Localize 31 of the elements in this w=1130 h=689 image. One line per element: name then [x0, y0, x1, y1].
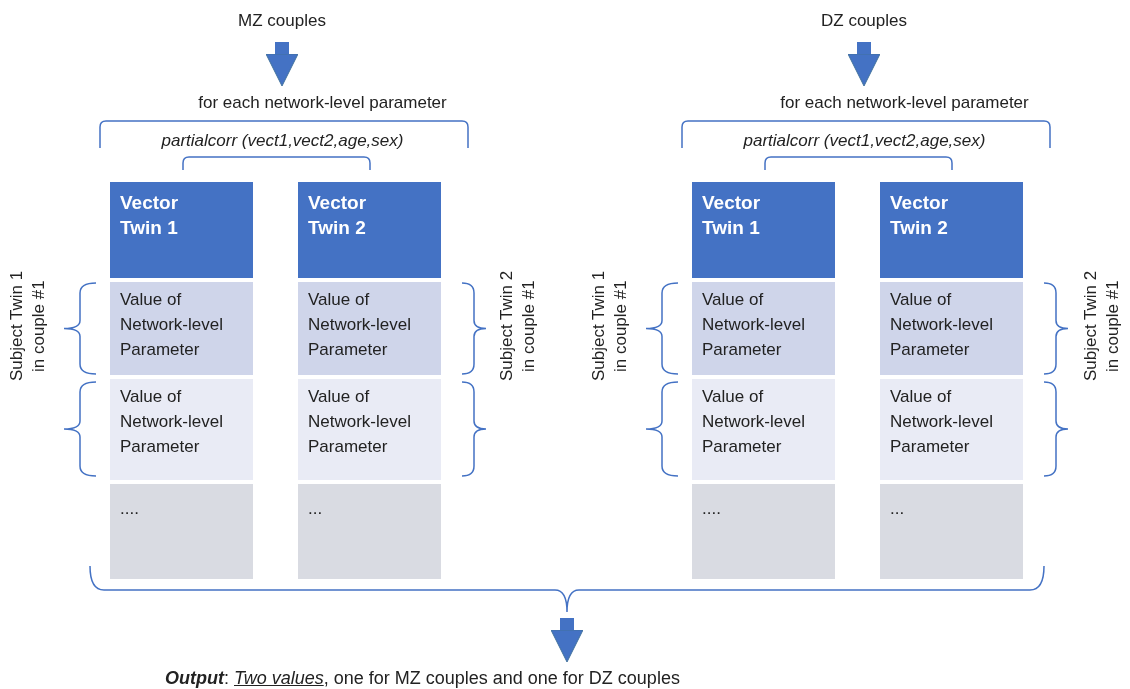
- column-header: Vector Twin 2: [298, 182, 441, 278]
- side-label: Subject Twin 2 in couple #1: [496, 269, 539, 384]
- value-cell: Value of Network-level Parameter: [110, 379, 253, 480]
- ellipsis-cell: ...: [298, 484, 441, 579]
- ellipsis-cell: ....: [110, 484, 253, 579]
- heading-text: for each network-level parameter: [150, 90, 495, 118]
- value-cell: Value of Network-level Parameter: [298, 379, 441, 480]
- column-header: Vector Twin 2: [880, 182, 1023, 278]
- side-label: Subject Twin 2 in couple #1: [1080, 269, 1123, 384]
- heading-text: MZ couples: [232, 8, 332, 36]
- column-header: Vector Twin 1: [692, 182, 835, 278]
- column-header: Vector Twin 1: [110, 182, 253, 278]
- formula-text: partialcorr (vect1,vect2,age,sex): [120, 128, 445, 154]
- bracket: [89, 565, 1045, 613]
- arrow: [265, 42, 299, 87]
- output-text: Output: Two values, one for MZ couples and one for DZ couples: [165, 666, 805, 689]
- value-cell: Value of Network-level Parameter: [298, 282, 441, 375]
- arrow: [550, 618, 584, 663]
- value-cell: Value of Network-level Parameter: [880, 282, 1023, 375]
- value-cell: Value of Network-level Parameter: [110, 282, 253, 375]
- heading-text: DZ couples: [814, 8, 914, 36]
- heading-text: for each network-level parameter: [732, 90, 1077, 118]
- ellipsis-cell: ...: [880, 484, 1023, 579]
- value-cell: Value of Network-level Parameter: [692, 379, 835, 480]
- ellipsis-cell: ....: [692, 484, 835, 579]
- value-cell: Value of Network-level Parameter: [692, 282, 835, 375]
- arrow: [847, 42, 881, 87]
- value-cell: Value of Network-level Parameter: [880, 379, 1023, 480]
- side-label: Subject Twin 1 in couple #1: [588, 269, 631, 384]
- formula-text: partialcorr (vect1,vect2,age,sex): [702, 128, 1027, 154]
- side-label: Subject Twin 1 in couple #1: [6, 269, 49, 384]
